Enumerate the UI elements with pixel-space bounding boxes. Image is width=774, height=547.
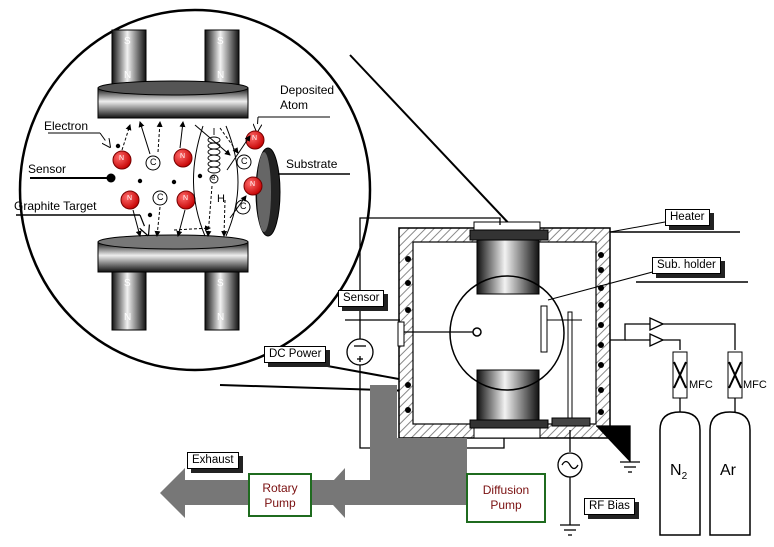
gas-cylinders [659,411,751,536]
electron-helix [207,128,221,184]
bottom-magnets [97,234,249,331]
magnet-pole-letter: S [217,278,224,289]
electrons [115,143,203,218]
carbon-symbol: C [150,157,157,167]
exhaust-flow [160,385,470,518]
diffusion-pump-label: Diffusion [482,483,530,497]
ion-symbol: N [127,195,133,202]
sensor-chamber [345,319,482,347]
diffusion-pump-label: Pump [490,498,522,512]
rf-bias-tag: RF Bias [584,498,635,515]
trajectories [121,121,251,237]
magnet-pole-letter: N [217,70,225,81]
ion-symbol: N [252,135,258,142]
ion-symbol: N [183,195,189,202]
electron-symbol: e [211,173,216,182]
magnet-pole-letter: N [124,312,132,323]
chamber-targets [469,229,549,429]
substrate-disk [255,147,350,237]
sub-holder-tag: Sub. holder [652,257,721,274]
top-magnets [97,29,249,119]
rotary-pump: Rotary Pump [248,473,312,517]
magnet-pole-letter: S [124,36,131,47]
n2-subscript: 2 [681,471,688,483]
electron-label: Electron [44,119,89,133]
h-label: H [217,193,225,205]
n2-cylinder-label: N2 [670,462,687,482]
exhaust-tag: Exhaust [187,452,239,469]
mfc-label: MFC [743,379,767,391]
ion-symbol: N [119,155,125,162]
mfc-units [672,351,743,412]
magnet-pole-letter: S [217,36,224,47]
rotary-pump-label: Rotary [262,481,298,495]
sensor-label: Sensor [28,162,67,176]
n2-symbol: N [670,462,682,479]
substrate-label: Substrate [286,157,338,171]
diffusion-pump: Diffusion Pump [466,473,546,523]
ar-cylinder-label: Ar [720,462,736,479]
ions [112,130,265,210]
ground-chamber [596,425,640,473]
substrate-holder [540,305,591,427]
sensor-tag: Sensor [338,290,385,307]
magnet-pole-letter: S [124,278,131,289]
gas-feed [610,316,736,350]
ion [120,190,140,210]
ion [243,176,263,196]
carbon-symbol: C [241,156,248,166]
heater-tag: Heater [665,209,710,226]
graphite-target-label: Graphite Target [14,199,97,213]
deposited-atom-label: Atom [280,98,309,112]
magnified-view-circle [18,8,372,372]
rotary-pump-label: Pump [264,496,296,510]
ion-symbol: N [250,181,256,188]
ion-symbol: N [180,153,186,160]
rf-bias-source [557,430,583,536]
field-lines [193,125,239,237]
dc-power-tag: DC Power [264,346,327,363]
carbon-symbol: C [240,201,247,211]
mfc-label: MFC [689,379,713,391]
sensor-probe-zoom [30,173,116,183]
ion [112,150,132,170]
deposited-atom-label: Deposited [280,83,335,97]
magnet-pole-letter: N [124,70,132,81]
magnet-pole-letter: N [217,312,225,323]
ion [173,148,193,168]
carbon-atoms [145,154,252,215]
zoom-region-circle [449,275,565,391]
carbon-symbol: C [157,192,164,202]
